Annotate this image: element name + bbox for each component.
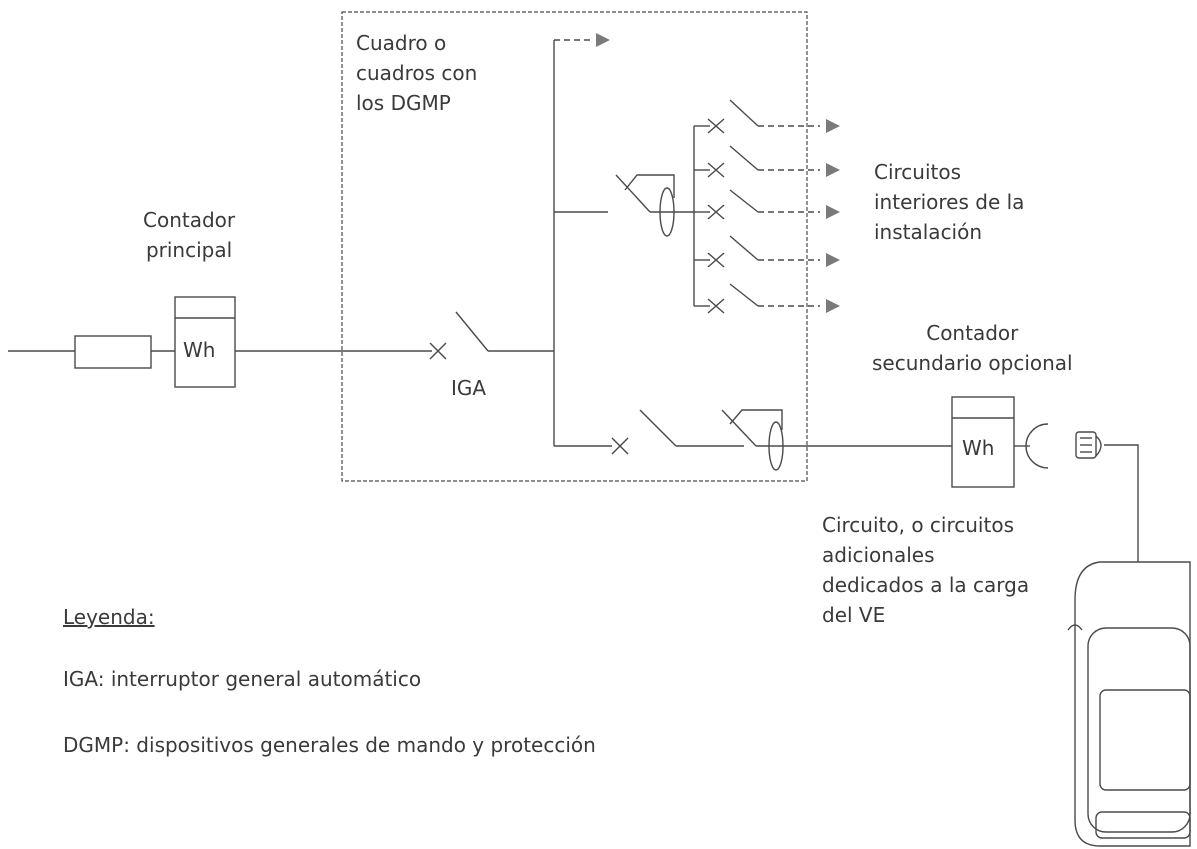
ev-differential-icon — [721, 409, 784, 471]
secondary-meter-label-line: secundario opcional — [872, 351, 1073, 375]
arrow-right-icon — [596, 33, 840, 313]
panel-label-line: Cuadro o — [356, 31, 447, 55]
plug-icon — [1075, 431, 1102, 459]
meter-icon — [174, 296, 236, 388]
dgmp-panel — [341, 11, 808, 482]
panel-label-line: los DGMP — [356, 91, 451, 115]
secondary-meter-label-line: Contador — [926, 321, 1019, 345]
charging-cable — [1104, 444, 1139, 562]
breaker-icon — [429, 311, 489, 360]
interior-circuits-label-line: Circuitos — [874, 160, 962, 184]
socket-icon — [1025, 423, 1049, 469]
differential-switch-icon — [615, 174, 675, 237]
legend-item-dgmp: DGMP: dispositivos generales de mando y … — [63, 733, 596, 757]
electric-vehicle-icon — [1067, 561, 1191, 847]
ev-breaker-icon — [611, 409, 677, 455]
panel-label: Cuadro o cuadros con los DGMP — [356, 28, 477, 118]
interior-circuits-label-line: interiores de la — [874, 190, 1025, 214]
secondary-meter-icon — [951, 396, 1015, 488]
main-meter-unit: Wh — [183, 338, 216, 362]
main-meter-label-line: Contador — [143, 208, 236, 232]
ev-circuit-label-line: Circuito, o circuitos — [822, 513, 1014, 537]
main-meter-label: Contador principal — [143, 205, 235, 265]
ev-circuit-label-line: dedicados a la carga — [822, 573, 1030, 597]
ev-circuit-label: Circuito, o circuitos adicionales dedica… — [822, 510, 1029, 630]
panel-label-line: cuadros con — [356, 61, 478, 85]
interior-circuits-label: Circuitos interiores de la instalación — [874, 157, 1024, 247]
ev-circuit-label-line: del VE — [822, 603, 886, 627]
legend-title: Leyenda: — [63, 605, 155, 629]
interior-circuits-label-line: instalación — [874, 220, 983, 244]
fuse-icon — [74, 335, 152, 369]
secondary-meter-unit: Wh — [962, 436, 995, 460]
secondary-meter-label: Contador secundario opcional — [872, 318, 1073, 378]
interior-circuit-breakers — [694, 99, 820, 314]
iga-label: IGA — [451, 376, 487, 400]
legend-item-iga: IGA: interruptor general automático — [63, 667, 422, 691]
main-meter-label-line: principal — [145, 238, 233, 262]
ev-circuit-label-line: adicionales — [822, 543, 935, 567]
